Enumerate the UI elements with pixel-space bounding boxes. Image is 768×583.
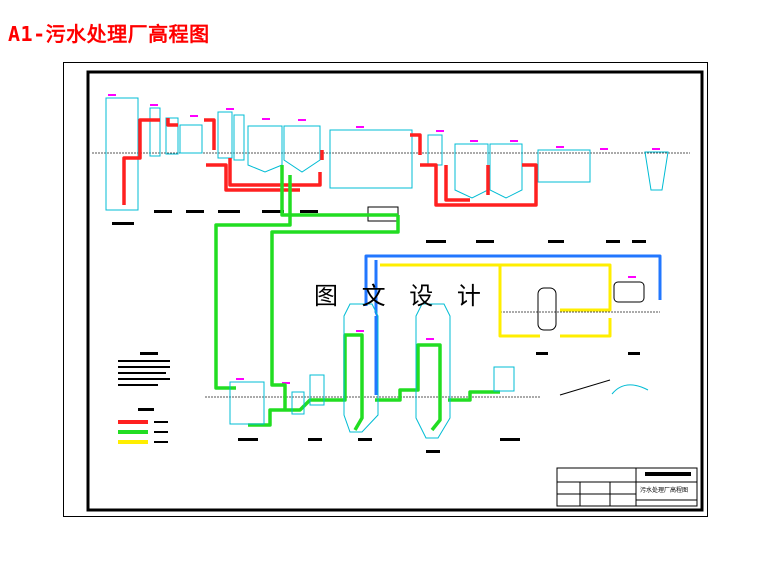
air-lines (364, 254, 662, 395)
contact-tank (537, 149, 591, 183)
gas-holder (537, 287, 557, 331)
title-block (556, 467, 698, 507)
page-title: A1-污水处理厂高程图 (8, 22, 210, 46)
secondary-clarifier-2 (489, 143, 523, 199)
sludge-yard (611, 384, 649, 395)
lower-structures (229, 281, 649, 439)
fine-screen (149, 107, 161, 157)
digester-1 (343, 303, 379, 433)
digester-2 (415, 303, 451, 439)
measuring-tank (233, 114, 245, 161)
primary-clarifier (247, 125, 283, 173)
outfall (644, 151, 669, 191)
drawing-frame (86, 70, 704, 512)
grit-chamber (165, 117, 179, 155)
sludge-pump-well (291, 391, 305, 415)
dewatering-house (493, 366, 515, 392)
coarse-screen-well (105, 97, 139, 211)
distribution-well (217, 111, 233, 159)
upper-structures (105, 97, 669, 222)
sludge-thickener (229, 381, 265, 425)
notes-block (118, 352, 170, 386)
watermark: 图 文 设 计 (314, 282, 489, 310)
digester-fill (346, 306, 448, 316)
gas-lines (380, 263, 612, 338)
distribution-well-2 (427, 134, 443, 166)
boiler (613, 281, 645, 303)
elevation-labels (108, 94, 660, 384)
secondary-clarifier (454, 143, 489, 199)
drawing-sheet (63, 62, 708, 517)
aeration-tank (329, 129, 413, 189)
title-block-drawing-name: 污水处理厂高程图 (640, 486, 688, 494)
sludge-tank (309, 374, 325, 406)
primary-clarifier-2 (283, 125, 321, 173)
water-lines (214, 165, 500, 432)
structure-captions (112, 210, 646, 453)
aeration-grit (179, 124, 203, 154)
ground-line (92, 152, 690, 398)
legend (118, 408, 168, 444)
sludge-lines (122, 118, 538, 207)
